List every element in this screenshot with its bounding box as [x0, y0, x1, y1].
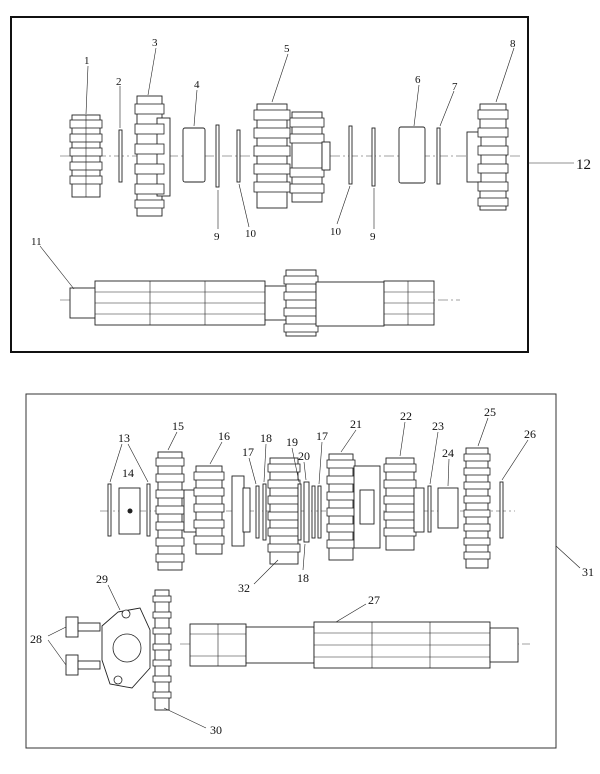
label-part-14: 14 — [122, 466, 134, 480]
part-5-gear — [253, 103, 331, 209]
label-part-17-left: 17 — [242, 445, 254, 459]
label-part-19: 19 — [286, 435, 298, 449]
label-part-10-left: 10 — [245, 228, 257, 240]
part-18-washer-right — [311, 485, 316, 539]
part-14-bushing — [118, 487, 141, 535]
part-8-gear — [466, 103, 509, 211]
part-20-washer — [303, 481, 310, 543]
part-2-washer — [118, 129, 123, 183]
label-part-28: 28 — [30, 632, 42, 646]
label-part-11: 11 — [31, 236, 42, 248]
label-part-4: 4 — [194, 79, 200, 91]
part-22-gear — [383, 457, 425, 551]
label-part-3: 3 — [152, 37, 158, 49]
label-part-1: 1 — [84, 55, 90, 67]
part-16-collar — [231, 475, 251, 547]
label-part-26: 26 — [524, 427, 536, 441]
part-4-bushing — [182, 127, 206, 183]
part-9-washer-right — [371, 127, 376, 187]
label-part-18-top: 18 — [260, 431, 272, 445]
label-part-22: 22 — [400, 409, 412, 423]
label-part-15: 15 — [172, 419, 184, 433]
label-part-7: 7 — [452, 81, 458, 93]
lower-panel-frame — [25, 393, 557, 749]
label-part-17-right: 17 — [316, 429, 328, 443]
label-part-8: 8 — [510, 38, 516, 50]
upper-leader-lines — [39, 47, 574, 290]
label-part-13: 13 — [118, 431, 130, 445]
label-part-6: 6 — [415, 74, 421, 86]
upper-panel-frame — [10, 16, 529, 353]
part-3-gear — [134, 95, 171, 217]
part-19-washer — [297, 483, 302, 541]
lower-panel: 13 14 15 16 17 18 19 20 17 21 22 23 24 2… — [25, 393, 594, 749]
part-10-washer-left — [236, 129, 241, 183]
part-13-washer-right — [146, 483, 151, 537]
label-part-25: 25 — [484, 405, 496, 419]
part-13-washer-left — [107, 483, 112, 537]
part-24-bushing — [437, 487, 459, 529]
part-10-washer-right — [348, 125, 353, 185]
label-part-20: 20 — [298, 449, 310, 463]
label-part-23: 23 — [432, 419, 444, 433]
label-part-5: 5 — [284, 43, 290, 55]
part-17-washer-left — [255, 485, 260, 539]
part-9-washer-left — [215, 124, 220, 188]
lower-leader-lines — [47, 417, 581, 729]
part-32-gear — [267, 457, 301, 565]
upper-panel: 1 2 3 4 5 6 7 8 9 10 10 9 11 12 — [10, 16, 591, 353]
part-29-plate — [101, 607, 151, 689]
part-28-bolt-lower — [65, 654, 101, 676]
part-30-gear — [152, 589, 172, 711]
label-assembly-31: 31 — [582, 565, 594, 579]
part-21-hub — [353, 465, 381, 549]
label-part-9-left: 9 — [214, 231, 220, 243]
label-part-29: 29 — [96, 572, 108, 586]
part-21-gear — [326, 453, 356, 561]
part-18-washer-left — [262, 483, 267, 541]
part-15-gear — [155, 451, 185, 571]
upper-part-labels: 1 2 3 4 5 6 7 8 9 10 10 9 11 12 — [31, 37, 591, 248]
label-part-27: 27 — [368, 593, 380, 607]
label-part-32: 32 — [238, 581, 250, 595]
label-part-21: 21 — [350, 417, 362, 431]
part-11-shaft — [60, 269, 460, 337]
part-1-gear — [69, 114, 103, 198]
label-part-30: 30 — [210, 723, 222, 737]
label-part-24: 24 — [442, 446, 454, 460]
part-23-washer — [427, 485, 432, 533]
label-part-18-bottom: 18 — [297, 571, 309, 585]
part-6-bushing — [398, 126, 426, 184]
part-17-washer-right — [317, 485, 322, 539]
part-16-gear — [183, 465, 225, 555]
label-part-9-right: 9 — [370, 231, 376, 243]
part-27-shaft — [180, 621, 530, 669]
lower-part-labels: 13 14 15 16 17 18 19 20 17 21 22 23 24 2… — [30, 405, 594, 737]
label-part-2: 2 — [116, 76, 122, 88]
part-25-gear — [463, 447, 491, 569]
part-26-washer — [499, 481, 504, 539]
part-28-bolt-upper — [65, 616, 101, 638]
part-7-washer — [436, 127, 441, 185]
label-part-16: 16 — [218, 429, 230, 443]
label-assembly-12: 12 — [576, 157, 591, 173]
label-part-10-right: 10 — [330, 226, 342, 238]
